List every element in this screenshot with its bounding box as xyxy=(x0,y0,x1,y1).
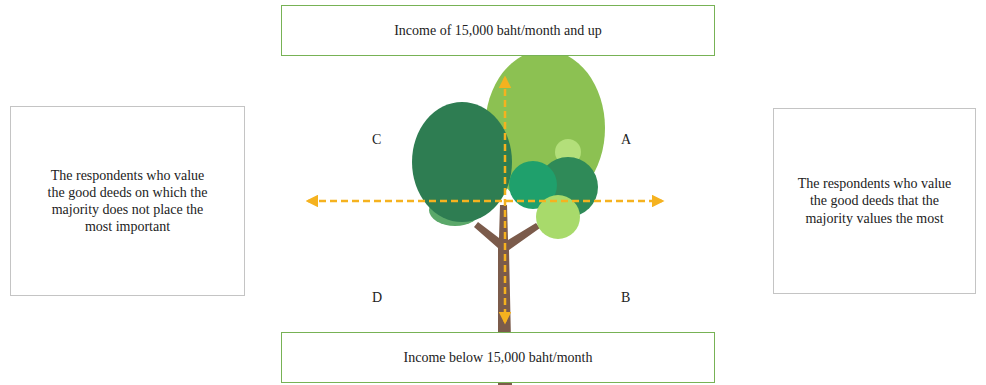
income-box: Income of 15,000 baht/month and up xyxy=(281,5,715,56)
box-text: The respondents who value the good deeds… xyxy=(792,175,957,226)
box-text: Income of 15,000 baht/month and up xyxy=(394,22,602,39)
box-text: Income below 15,000 baht/month xyxy=(404,349,593,366)
quadrant-letter: B xyxy=(621,291,630,305)
box-text: The respondents who value the good deeds… xyxy=(43,167,213,235)
quadrant-letter: C xyxy=(372,133,381,147)
quadrant-letter: A xyxy=(621,133,631,147)
description-box: The respondents who value the good deeds… xyxy=(773,108,976,294)
description-box: The respondents who value the good deeds… xyxy=(10,106,245,296)
income-box: Income below 15,000 baht/month xyxy=(281,332,715,383)
quadrant-letter: D xyxy=(372,291,382,305)
